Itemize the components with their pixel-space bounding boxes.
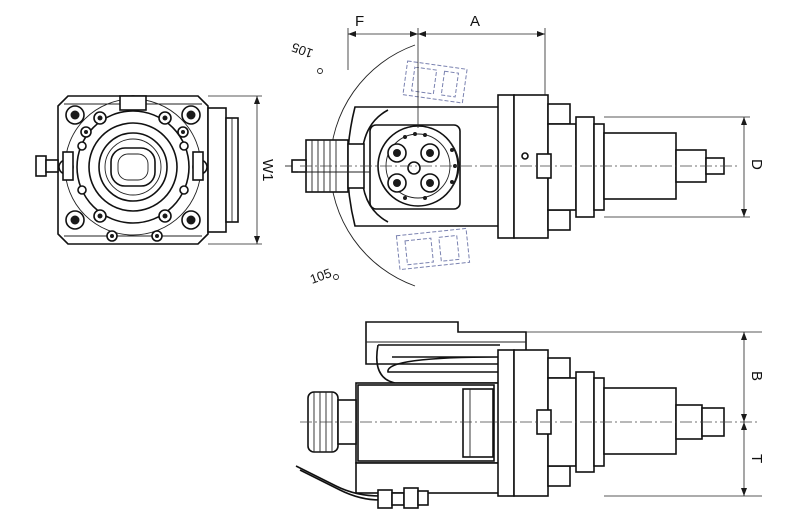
dimension-label-t: T [748, 454, 765, 463]
dimension-label-d: D [748, 159, 765, 170]
degree-mark-top [317, 68, 323, 74]
angle-label-top: 105 [290, 40, 316, 62]
degree-mark-bottom [333, 274, 339, 280]
side-view [295, 321, 762, 509]
dimension-label-b: B [748, 371, 765, 381]
angle-label-bottom: 105 [308, 265, 334, 287]
swivel-view [285, 28, 750, 287]
front-view [35, 95, 262, 245]
dimension-label-w1: W1 [259, 159, 276, 182]
dimension-label-a: A [470, 13, 480, 30]
dimension-label-f: F [355, 13, 364, 30]
